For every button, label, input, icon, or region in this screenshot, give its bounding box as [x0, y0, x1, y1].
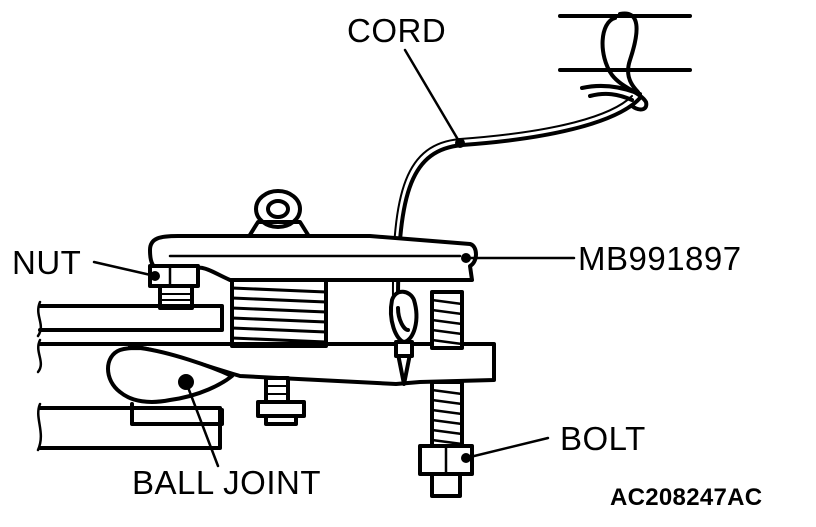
ball-joint-part — [106, 346, 234, 426]
leader-lines — [92, 48, 576, 468]
label-nut: NUT — [12, 244, 82, 281]
break-lines — [36, 300, 43, 452]
lifting-ring — [246, 189, 312, 240]
knuckle-arm — [38, 304, 224, 332]
label-bolt: BOLT — [560, 420, 646, 457]
figure-code: AC208247AC — [610, 484, 763, 511]
spring — [230, 278, 328, 348]
support-rail — [558, 14, 692, 72]
lower-arm — [38, 406, 222, 450]
lower-stud — [256, 376, 306, 426]
tool-top-plate — [148, 234, 478, 282]
cord-knot — [580, 11, 649, 112]
leader-dots — [150, 138, 471, 463]
adjusting-bolt — [418, 290, 474, 498]
label-tool: MB991897 — [578, 240, 742, 277]
label-cord: CORD — [347, 12, 447, 49]
cord-hook — [389, 289, 419, 386]
label-ball-joint: BALL JOINT — [132, 464, 321, 501]
